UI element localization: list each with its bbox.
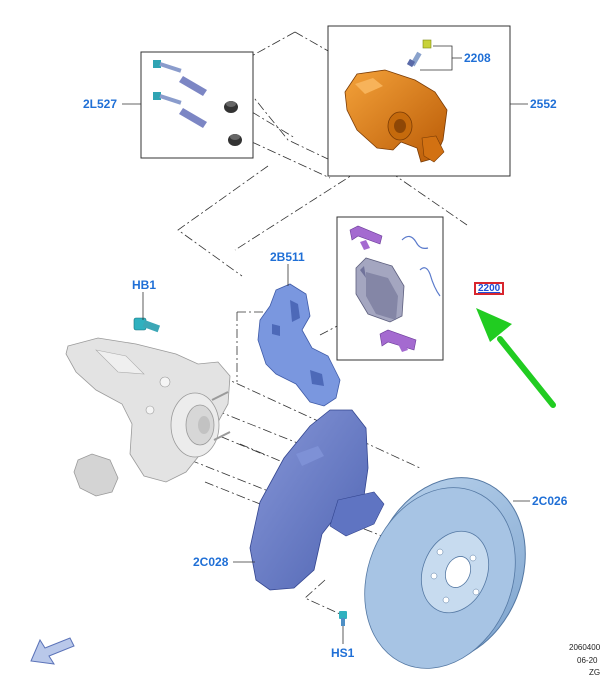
- callout-2c028[interactable]: 2C028: [193, 555, 229, 569]
- reference-code: 2060400: [569, 643, 600, 652]
- caliper-body: [344, 69, 448, 163]
- callout-2b511[interactable]: 2B511: [270, 250, 305, 264]
- bleed-screw: [406, 39, 432, 68]
- brake-pads: [355, 257, 405, 323]
- arrow-up-left-icon: [476, 308, 556, 408]
- callout-2208[interactable]: 2208: [464, 51, 491, 65]
- caliper-bracket: [257, 283, 341, 407]
- callout-2l527[interactable]: 2L527: [83, 97, 118, 111]
- callout-2c026[interactable]: 2C026: [532, 494, 568, 508]
- dust-shield: [249, 409, 385, 591]
- callout-hb1[interactable]: HB1: [132, 278, 157, 292]
- reference-suffix: ZG: [589, 668, 600, 677]
- caliper-box: [327, 25, 511, 177]
- pad-kit-box: [336, 216, 444, 361]
- screw-hs1: [339, 611, 347, 626]
- leader-lines: [122, 45, 530, 644]
- arrow-down-left-icon[interactable]: [30, 637, 75, 665]
- guide-pin-upper: [153, 60, 238, 113]
- callout-hs1[interactable]: HS1: [331, 646, 355, 660]
- callout-2552[interactable]: 2552: [530, 97, 557, 111]
- bolt-hb1: [133, 317, 161, 333]
- pin-kit-box: [140, 51, 254, 159]
- steering-knuckle: [65, 337, 231, 497]
- callout-2200-highlighted[interactable]: 2200: [474, 282, 505, 295]
- reference-date: 06-20: [577, 656, 598, 665]
- guide-pin-lower: [153, 92, 242, 146]
- brake-disc: [364, 477, 526, 669]
